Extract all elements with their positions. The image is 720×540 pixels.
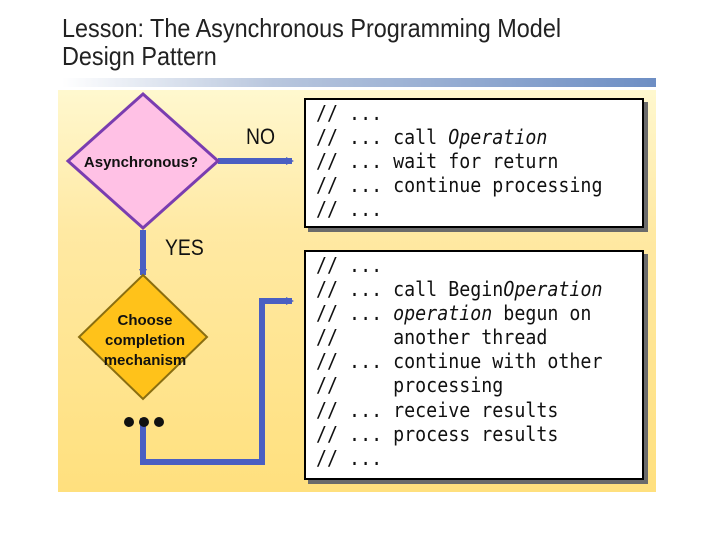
ellipsis-dots bbox=[124, 417, 164, 427]
code-line: // ... wait for return bbox=[316, 149, 602, 173]
async-code-block: // ...// ... call BeginOperation// ... o… bbox=[316, 253, 602, 470]
code-line-prefix: // ... bbox=[316, 101, 383, 125]
code-line: // ... bbox=[316, 101, 602, 125]
code-line: // ... continue processing bbox=[316, 173, 602, 197]
slide-title-line1: Lesson: The Asynchronous Programming Mod… bbox=[62, 13, 562, 43]
code-line-text: wait for return bbox=[393, 149, 559, 174]
no-label: NO bbox=[246, 124, 276, 149]
sync-code-box: // ...// ... call Operation// ... wait f… bbox=[304, 98, 644, 228]
code-line: // processing bbox=[316, 373, 602, 397]
code-line: // ... call Operation bbox=[316, 125, 602, 149]
code-line-prefix: // ... bbox=[316, 445, 383, 470]
code-line: // ... bbox=[316, 197, 602, 221]
code-line-prefix: // ... bbox=[316, 277, 383, 302]
code-line-prefix: // ... bbox=[316, 197, 383, 222]
code-line: // ... process results bbox=[316, 422, 602, 446]
title-underline-bar bbox=[62, 78, 656, 87]
code-line: // ... call BeginOperation bbox=[316, 277, 602, 301]
code-line: // ... bbox=[316, 253, 602, 277]
code-line-prefix: // ... bbox=[316, 349, 383, 374]
code-line-prefix: // ... bbox=[316, 397, 383, 422]
code-line-italic: Operation bbox=[448, 125, 548, 150]
code-line-rest: begun on bbox=[492, 301, 592, 326]
code-line-prefix: // ... bbox=[316, 149, 383, 174]
code-line-prefix: // ... bbox=[316, 421, 383, 446]
code-line-text: continue with other bbox=[393, 349, 603, 374]
code-line-text: another thread bbox=[393, 325, 548, 350]
code-line-text: call Begin bbox=[393, 277, 504, 302]
yes-label: YES bbox=[165, 235, 204, 260]
code-line: // ... continue with other bbox=[316, 349, 602, 373]
code-line-text: process results bbox=[393, 421, 559, 446]
async-connector-arrow bbox=[140, 297, 294, 465]
code-line-text: receive results bbox=[393, 397, 559, 422]
code-line: // ... bbox=[316, 446, 602, 470]
code-line: // ... operation begun on bbox=[316, 301, 602, 325]
code-line: // ... receive results bbox=[316, 398, 602, 422]
async-code-box: // ...// ... call BeginOperation// ... o… bbox=[304, 250, 644, 480]
code-line-italic: Operation bbox=[503, 277, 603, 302]
decision-label: Asynchronous? bbox=[83, 154, 199, 171]
code-line-prefix: // ... bbox=[316, 173, 383, 198]
code-line: // another thread bbox=[316, 325, 602, 349]
code-line-prefix: // ... bbox=[316, 301, 383, 326]
slide-title-line2: Design Pattern bbox=[62, 41, 217, 71]
choice-diamond bbox=[77, 273, 209, 401]
code-line-italic: operation bbox=[393, 301, 493, 326]
code-line-prefix: // bbox=[316, 325, 383, 350]
code-line-prefix: // ... bbox=[316, 253, 383, 277]
code-line-text: processing bbox=[393, 373, 504, 398]
code-line-text: continue processing bbox=[393, 173, 603, 198]
sync-code-block: // ...// ... call Operation// ... wait f… bbox=[316, 101, 602, 221]
code-line-text: call bbox=[393, 125, 449, 150]
code-line-prefix: // bbox=[316, 373, 383, 398]
choice-label: Choose completion mechanism bbox=[103, 312, 187, 369]
decision-diamond bbox=[65, 91, 221, 231]
slide-title: Lesson: The Asynchronous Programming Mod… bbox=[62, 14, 561, 70]
code-line-prefix: // ... bbox=[316, 125, 383, 150]
